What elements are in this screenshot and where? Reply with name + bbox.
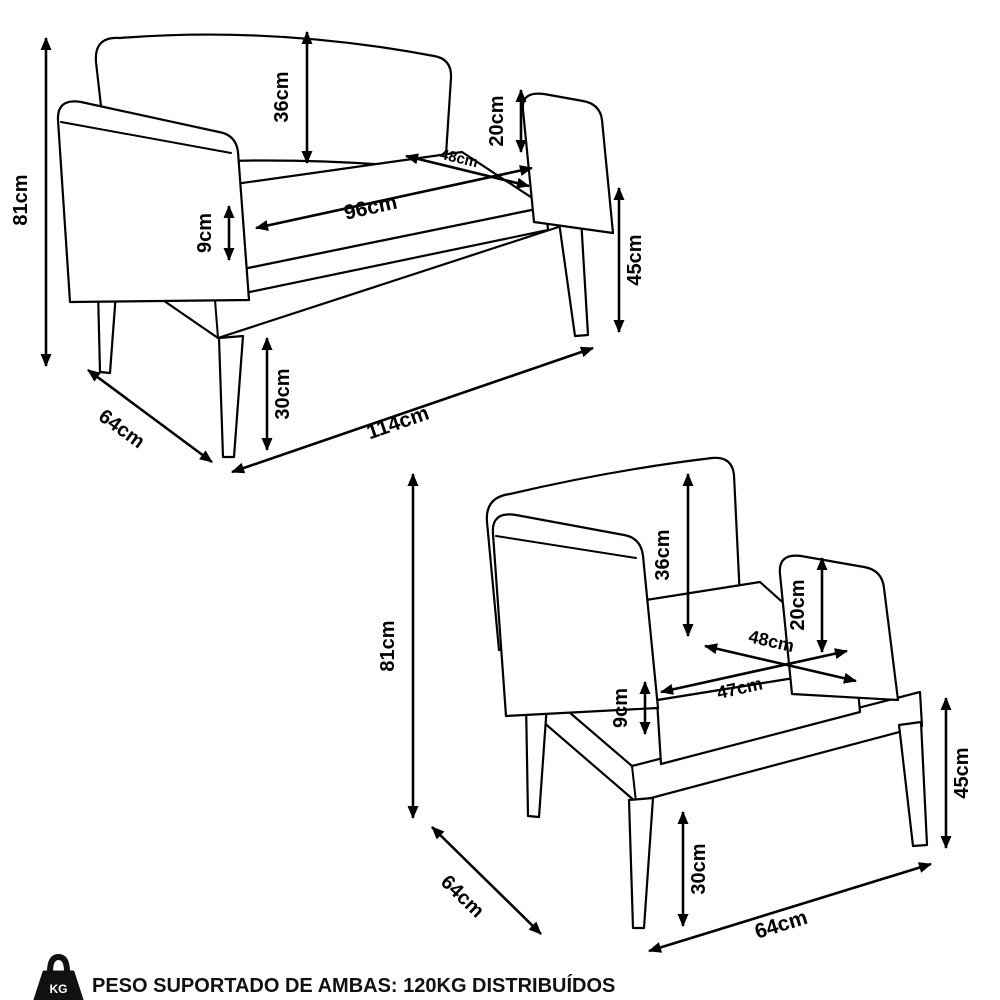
armchair-total-width-arrow bbox=[648, 862, 932, 953]
sofa-armrest-right bbox=[521, 92, 615, 235]
kg-icon-label: KG bbox=[50, 982, 68, 996]
sofa-backrest-height-label: 36cm bbox=[271, 71, 293, 122]
armchair-base-corner-line bbox=[631, 765, 637, 803]
armchair-armrest-left-top-edge bbox=[495, 535, 637, 559]
sofa-total-width-arrow bbox=[231, 346, 594, 474]
armchair-armrest-left bbox=[491, 513, 660, 718]
sofa-total-depth-label: 64cm bbox=[94, 405, 148, 453]
armchair-total-depth-arrow bbox=[431, 826, 542, 935]
weight-capacity-note: KG PESO SUPORTADO DE AMBAS: 120KG DISTRI… bbox=[33, 953, 615, 1000]
armchair-leg-back-left bbox=[524, 700, 549, 819]
sofa-leg-front-left bbox=[217, 334, 245, 459]
armchair-armrest-thickness-label: 9cm bbox=[610, 688, 632, 728]
armchair-backrest-height-label: 36cm bbox=[652, 529, 674, 580]
sofa-total-height-label: 81cm bbox=[10, 174, 32, 225]
armchair-total-depth-label: 64cm bbox=[436, 871, 488, 922]
kg-weight-icon-handle bbox=[47, 953, 70, 975]
sofa-base-corner-line bbox=[214, 299, 219, 339]
weight-note-text: PESO SUPORTADO DE AMBAS: 120KG DISTRIBUÍ… bbox=[92, 974, 615, 997]
armchair-armrest-above-seat-label: 20cm bbox=[787, 579, 809, 630]
armchair-seat-width-arrow bbox=[660, 648, 848, 695]
armchair-leg-front-right bbox=[897, 720, 929, 848]
armchair-total-height-label: 81cm bbox=[377, 620, 399, 671]
sofa-leg-front-right bbox=[557, 216, 590, 338]
sofa-seat-height-label: 45cm bbox=[624, 234, 646, 285]
armchair-leg-height-label: 30cm bbox=[688, 843, 710, 894]
sofa-total-depth-arrow bbox=[87, 368, 213, 464]
sofa-drawing bbox=[56, 33, 615, 459]
sofa-armrest-thickness-label: 9cm bbox=[194, 213, 216, 253]
sofa-seat-depth-arrow bbox=[405, 153, 530, 189]
sofa-armrest-left bbox=[56, 100, 251, 304]
sofa-total-width-label: 114cm bbox=[364, 402, 432, 445]
armchair-leg-front-left bbox=[627, 796, 655, 930]
sofa-leg-height-label: 30cm bbox=[272, 368, 294, 419]
sofa-armrest-left-top-edge bbox=[60, 121, 232, 154]
sofa-armrest-above-seat-label: 20cm bbox=[486, 95, 508, 146]
armchair-seat-height-label: 45cm bbox=[951, 747, 973, 798]
kg-weight-icon bbox=[33, 970, 84, 1000]
